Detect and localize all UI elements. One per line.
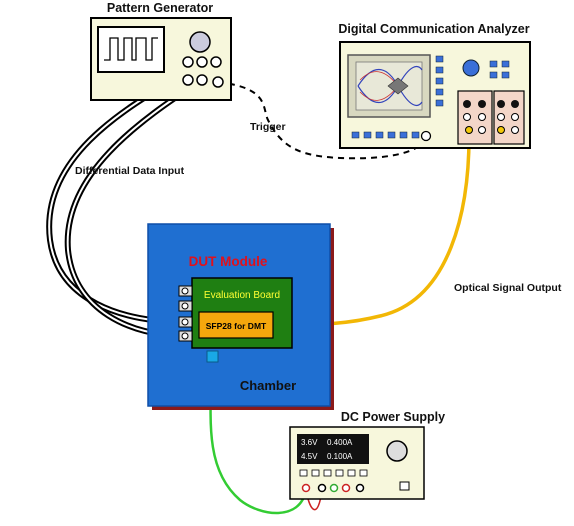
trigger-cable <box>217 81 427 160</box>
dca-button <box>351 131 360 139</box>
supply-terminal <box>355 483 365 493</box>
communication-analyzer <box>339 41 531 149</box>
pg-port <box>196 74 208 86</box>
dca-button <box>501 71 510 79</box>
dca-button <box>435 77 444 85</box>
supply-button <box>299 469 308 477</box>
supply-terminal <box>341 483 351 493</box>
supply-power-switch <box>399 481 410 491</box>
evaluation-board-label: Evaluation Board <box>204 290 280 301</box>
supply-button <box>311 469 320 477</box>
dca-button <box>501 60 510 68</box>
dca-knob <box>462 59 480 77</box>
sfp28-module-label: SFP28 for DMT <box>206 321 267 331</box>
dca-button <box>411 131 420 139</box>
supply-display <box>297 434 369 464</box>
trigger-label: Trigger <box>250 121 286 133</box>
dca-button <box>435 66 444 74</box>
chamber <box>147 223 334 410</box>
supply-terminal <box>317 483 327 493</box>
supply-button <box>335 469 344 477</box>
supply-knob <box>386 440 408 462</box>
dca-button <box>489 60 498 68</box>
dca-button <box>435 99 444 107</box>
pg-knob <box>189 31 211 53</box>
power-connector <box>206 350 219 363</box>
dca-button <box>489 71 498 79</box>
dca-button <box>363 131 372 139</box>
supply-a2: 0.100A <box>327 452 353 461</box>
eye-diagram-icon <box>357 66 423 106</box>
sfp28-module <box>198 311 274 339</box>
supply-a1: 0.400A <box>327 438 353 447</box>
dca-optical-port <box>465 126 473 134</box>
supply-terminal <box>329 483 339 493</box>
dca-button <box>435 88 444 96</box>
data-input-label: Differential Data Input <box>75 165 185 177</box>
supply-v1: 3.6V <box>301 438 318 447</box>
differential-data-cable <box>46 69 204 339</box>
pg-port <box>182 74 194 86</box>
pattern-generator <box>90 17 232 101</box>
supply-button <box>347 469 356 477</box>
pg-screen <box>97 26 165 73</box>
dc-power-supply <box>289 426 425 500</box>
square-wave-icon <box>104 37 158 61</box>
supply-button <box>359 469 368 477</box>
optical-output-label: Optical Signal Output <box>454 282 562 294</box>
dca-button <box>399 131 408 139</box>
pattern-generator-title: Pattern Generator <box>107 1 213 15</box>
pg-port <box>212 76 224 88</box>
analyzer-title: Digital Communication Analyzer <box>338 22 529 36</box>
dut-module-title: DUT Module <box>189 254 268 269</box>
supply-button <box>323 469 332 477</box>
pg-port <box>210 56 222 68</box>
dca-button <box>387 131 396 139</box>
dca-trigger-port <box>420 130 432 142</box>
pg-port <box>196 56 208 68</box>
supply-v2: 4.5V <box>301 452 318 461</box>
pg-port <box>182 56 194 68</box>
supply-terminal <box>301 483 311 493</box>
dca-button <box>375 131 384 139</box>
dca-button <box>435 55 444 63</box>
chamber-label: Chamber <box>240 378 296 393</box>
board-connectors <box>178 285 193 342</box>
power-supply-title: DC Power Supply <box>341 410 445 424</box>
